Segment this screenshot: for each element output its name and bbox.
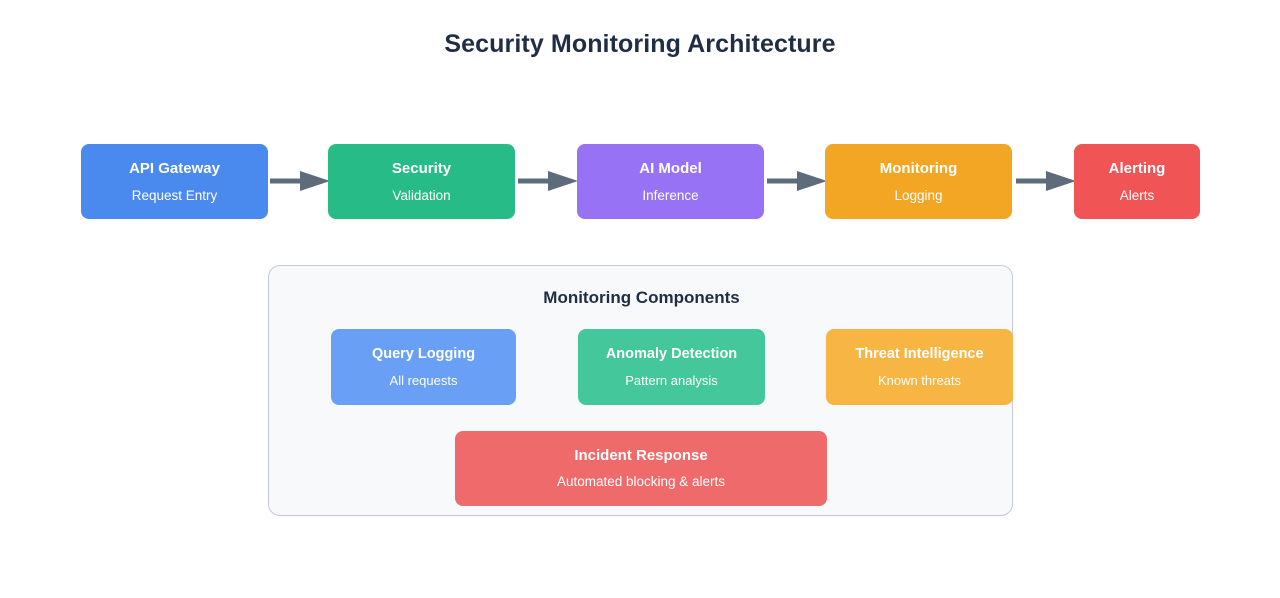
stage-title: AI Model (639, 159, 702, 177)
pipeline-flow: API Gateway Request Entry Security Valid… (81, 144, 1200, 219)
panel-title: Monitoring Components (543, 288, 740, 307)
component-anomaly-detection[interactable]: Anomaly Detection Pattern analysis (578, 329, 765, 405)
arrow-right-icon (767, 170, 827, 192)
stage-title: API Gateway (129, 159, 220, 177)
stage-title: Security (391, 159, 452, 177)
pipeline-stage-security[interactable]: Security Validation (328, 144, 515, 219)
component-subtitle: Pattern analysis (625, 372, 718, 388)
component-subtitle: All requests (389, 372, 458, 388)
component-title: Anomaly Detection (605, 346, 738, 363)
arrow-right-icon (1016, 170, 1076, 192)
arrow-right-icon (270, 170, 330, 192)
stage-subtitle: Validation (392, 187, 451, 203)
component-title: Threat Intelligence (855, 346, 984, 363)
stage-subtitle: Inference (642, 187, 699, 203)
stage-title: Monitoring (879, 159, 958, 177)
component-title: Incident Response (574, 447, 708, 465)
pipeline-stage-ai-model[interactable]: AI Model Inference (577, 144, 764, 219)
stage-subtitle: Request Entry (131, 187, 218, 203)
pipeline-stage-alerting[interactable]: Alerting Alerts (1074, 144, 1200, 219)
component-subtitle: Automated blocking & alerts (556, 474, 726, 490)
pipeline-stage-api-gateway[interactable]: API Gateway Request Entry (81, 144, 268, 219)
arrow-right-icon (518, 170, 578, 192)
component-title: Query Logging (371, 346, 476, 363)
component-query-logging[interactable]: Query Logging All requests (331, 329, 516, 405)
stage-subtitle: Logging (894, 187, 943, 203)
component-subtitle: Known threats (877, 372, 962, 388)
component-incident-response[interactable]: Incident Response Automated blocking & a… (455, 431, 827, 506)
pipeline-stage-monitoring[interactable]: Monitoring Logging (825, 144, 1012, 219)
component-threat-intelligence[interactable]: Threat Intelligence Known threats (826, 329, 1013, 405)
page-title: Security Monitoring Architecture (444, 30, 836, 58)
stage-title: Alerting (1108, 159, 1166, 177)
monitoring-components-panel: Monitoring Components Query Logging All … (268, 265, 1013, 516)
component-row: Query Logging All requests Anomaly Detec… (269, 329, 1014, 405)
stage-subtitle: Alerts (1119, 187, 1155, 203)
